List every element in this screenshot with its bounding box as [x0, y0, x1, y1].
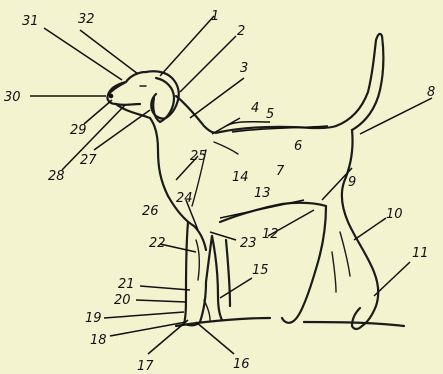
label-26: 26 [142, 204, 159, 219]
leader-19 [104, 312, 184, 318]
label-3: 3 [240, 61, 248, 76]
label-6: 6 [294, 139, 302, 154]
dog-outline [107, 34, 404, 329]
label-9: 9 [348, 175, 356, 190]
label-31: 31 [22, 14, 39, 29]
labels: 1 2 3 4 5 6 7 8 9 10 11 12 13 14 15 16 1… [4, 9, 435, 374]
label-19: 19 [85, 311, 102, 326]
label-7: 7 [276, 164, 285, 179]
leader-15 [220, 278, 252, 298]
label-13: 13 [254, 186, 271, 201]
label-25: 25 [190, 149, 207, 164]
label-1: 1 [211, 9, 219, 24]
label-11: 11 [412, 246, 429, 261]
label-20: 20 [114, 293, 131, 308]
label-17: 17 [137, 359, 154, 374]
leader-10 [354, 218, 386, 240]
label-22: 22 [149, 236, 166, 251]
dog-nose [109, 94, 114, 99]
label-4: 4 [251, 101, 259, 116]
label-10: 10 [386, 207, 403, 222]
leader-29 [84, 100, 112, 124]
leader-8 [360, 98, 432, 134]
leader-20 [136, 300, 186, 302]
leader-3 [190, 78, 244, 118]
leader-32 [80, 30, 138, 74]
dog-foreleg-far [212, 236, 230, 320]
label-23: 23 [240, 236, 257, 251]
dog-tail [336, 34, 383, 130]
leader-23 [210, 232, 236, 240]
leader-16 [196, 322, 234, 354]
label-2: 2 [237, 24, 245, 39]
leader-21 [140, 286, 190, 290]
leader-27 [94, 110, 150, 150]
leader-18 [110, 322, 186, 336]
label-5: 5 [266, 107, 274, 122]
label-28: 28 [48, 169, 65, 184]
label-21: 21 [118, 277, 135, 292]
label-32: 32 [78, 12, 95, 27]
leader-31 [44, 28, 122, 80]
label-8: 8 [427, 85, 435, 100]
label-24: 24 [176, 191, 193, 206]
leader-11 [374, 262, 410, 296]
label-29: 29 [70, 123, 87, 138]
label-16: 16 [233, 357, 250, 372]
label-14: 14 [232, 170, 249, 185]
label-18: 18 [90, 333, 107, 348]
label-12: 12 [262, 227, 279, 242]
label-15: 15 [252, 263, 269, 278]
dog-hind-paw [352, 308, 362, 329]
label-30: 30 [4, 90, 21, 105]
leader-13 [220, 200, 304, 218]
label-27: 27 [80, 153, 97, 168]
